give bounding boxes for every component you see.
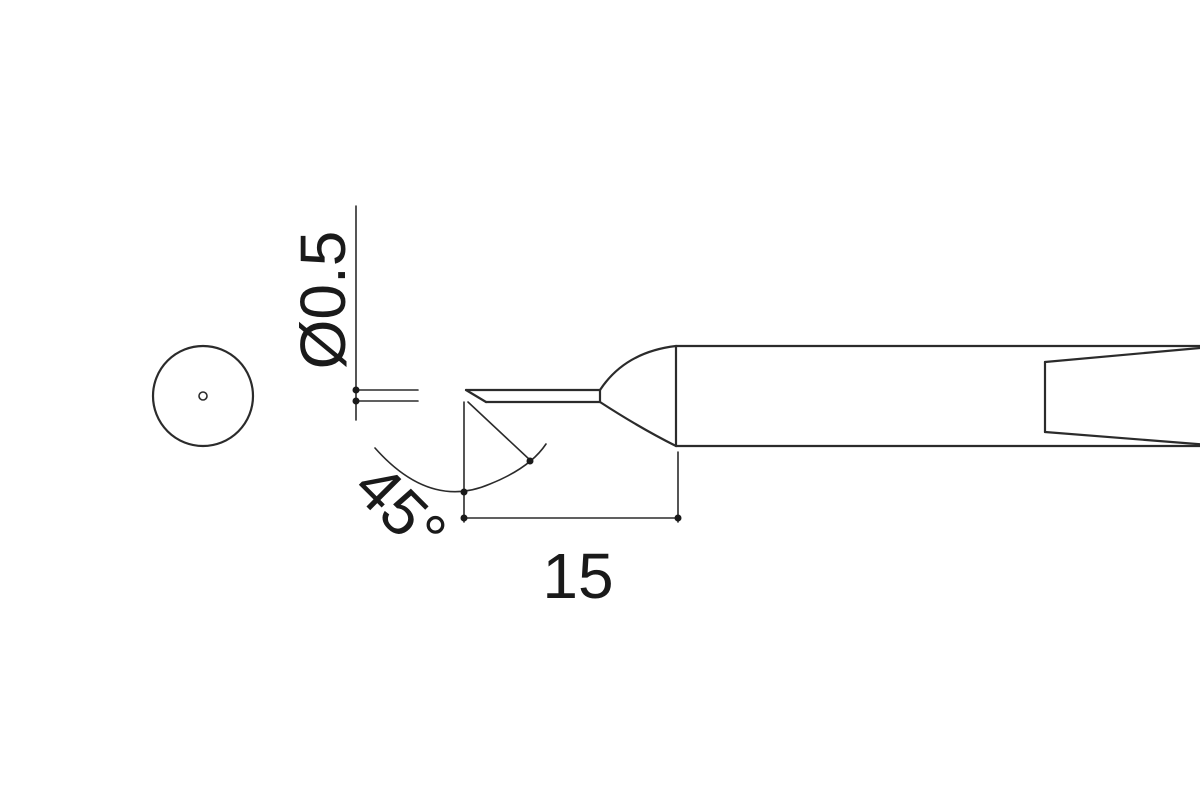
diameter-dimension: Ø0.5 <box>287 205 419 421</box>
diameter-label: Ø0.5 <box>287 231 359 370</box>
angle-bevel-extension <box>467 401 531 461</box>
length-arrow-left <box>460 514 468 522</box>
angle-dimension: 45° <box>341 401 547 569</box>
angle-arrow-left <box>460 488 468 496</box>
angle-arrow-right <box>526 457 534 465</box>
diameter-arrow-top <box>352 386 360 394</box>
tip-taper-bottom <box>598 400 678 448</box>
shank-chamfer-top <box>1043 346 1200 364</box>
length-arrow-right <box>674 514 682 522</box>
shank-chamfer-bottom <box>1043 430 1200 446</box>
tip-end-view <box>151 344 255 448</box>
angle-label: 45° <box>341 450 460 569</box>
length-label: 15 <box>542 540 613 612</box>
blade-bevel <box>464 388 488 404</box>
tip-taper-top <box>598 344 678 392</box>
diameter-arrow-bottom <box>352 397 360 405</box>
tip-profile <box>464 344 1200 448</box>
length-dimension: 15 <box>460 451 682 612</box>
tip-end-circle <box>151 344 255 448</box>
tip-end-center <box>198 391 208 401</box>
